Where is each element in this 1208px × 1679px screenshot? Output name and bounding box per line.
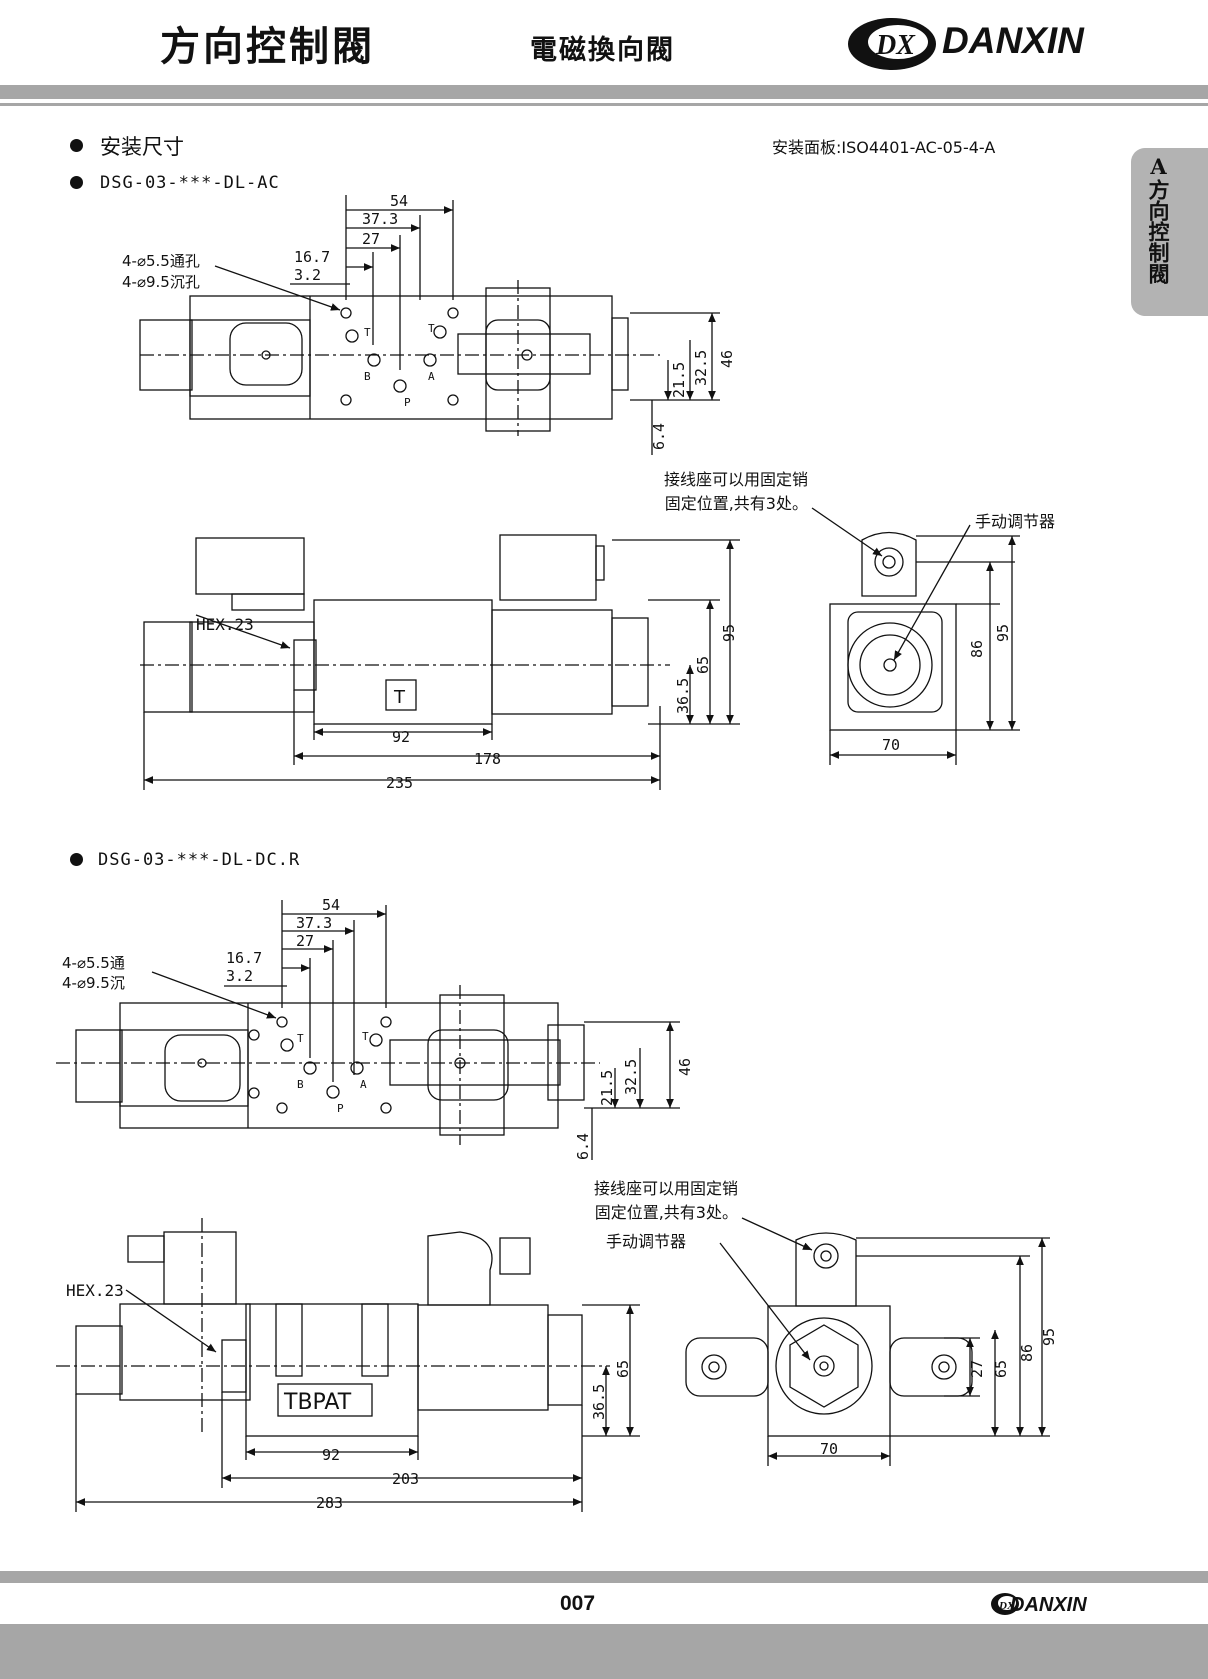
dc-model-label: DSG-03-***-DL-DC.R <box>98 850 301 870</box>
mounting-panel-label: 安装面板:ISO4401-AC-05-4-A <box>772 138 996 157</box>
dc-note-line2: 固定位置,共有3处。 <box>594 1203 738 1222</box>
brand-name: DANXIN <box>942 20 1084 61</box>
ac-dim-16-7: 16.7 <box>294 248 330 266</box>
ac-dim-37-3: 37.3 <box>362 210 398 228</box>
dc-hole-note-2: 4-⌀9.5沉 <box>62 974 125 992</box>
dc-dim-203: 203 <box>392 1470 419 1488</box>
dc-dim-27: 27 <box>296 932 314 950</box>
dc-dim-16-7: 16.7 <box>226 949 262 967</box>
dc-hex-label: HEX.23 <box>66 1281 124 1300</box>
footer-divider <box>0 1571 1208 1583</box>
ac-dim-32-5: 32.5 <box>692 350 710 386</box>
ac-dim-6-4: 6.4 <box>650 423 668 450</box>
bullet-icon <box>70 853 83 866</box>
header-divider <box>0 85 1208 99</box>
dc-end-dim-65: 65 <box>992 1360 1010 1378</box>
dc-hole-note-1: 4-⌀5.5通 <box>62 954 125 972</box>
ac-manual-label: 手动调节器 <box>975 512 1056 531</box>
dc-dim-54: 54 <box>322 896 340 914</box>
ac-dim-86: 86 <box>968 640 986 658</box>
page-title: 方向控制閥 <box>160 23 375 70</box>
ac-dim-54: 54 <box>390 192 408 210</box>
dc-port-t2: T <box>362 1030 369 1043</box>
ac-hex-label: HEX.23 <box>196 615 254 634</box>
section-title: 安装尺寸 <box>100 135 184 159</box>
dc-dim-3-2: 3.2 <box>226 967 253 985</box>
page-subtitle: 電磁換向閥 <box>530 35 675 66</box>
chapter-tab-label: A方向控制閥 <box>1146 154 1171 284</box>
ac-end-dim-70: 70 <box>882 736 900 754</box>
ac-port-p: P <box>404 396 411 409</box>
ac-hole-note-2: 4-⌀9.5沉孔 <box>122 273 200 291</box>
dc-dim-86: 86 <box>1018 1344 1036 1362</box>
ac-dim-92: 92 <box>392 728 410 746</box>
dc-port-p: P <box>337 1102 344 1115</box>
ac-note-line2: 固定位置,共有3处。 <box>664 494 808 513</box>
dc-manual-label: 手动调节器 <box>606 1232 687 1251</box>
dc-port-t1: T <box>297 1032 304 1045</box>
ac-end-dim-95: 95 <box>994 624 1012 642</box>
dc-note-line1: 接线座可以用固定销 <box>593 1179 738 1198</box>
dc-dim-36-5: 36.5 <box>590 1384 608 1420</box>
bullet-icon <box>70 176 83 189</box>
brand-logo: DX <box>848 18 936 70</box>
ac-dim-3-2: 3.2 <box>294 266 321 284</box>
dc-dim-283: 283 <box>316 1494 343 1512</box>
dc-dim-32-5: 32.5 <box>622 1059 640 1095</box>
ac-top-view <box>139 195 720 455</box>
brand-logo-mark: DX <box>875 30 916 61</box>
ac-port-t1: T <box>364 326 371 339</box>
footer-band <box>0 1624 1208 1679</box>
ac-pin-note: 接线座可以用固定销 固定位置,共有3处。 <box>590 468 808 516</box>
ac-dim-65: 65 <box>694 656 712 674</box>
dc-port-b: B <box>297 1078 304 1091</box>
ac-dim-235: 235 <box>386 774 413 792</box>
ac-name-plate: T <box>393 687 406 708</box>
dc-dim-37-3: 37.3 <box>296 914 332 932</box>
dc-dim-46: 46 <box>676 1058 694 1076</box>
dc-dim-92: 92 <box>322 1446 340 1464</box>
dc-end-view <box>685 1217 1050 1466</box>
ac-hole-note-1: 4-⌀5.5通孔 <box>122 252 200 270</box>
ac-dim-21-5: 21.5 <box>670 362 688 398</box>
dc-port-a: A <box>360 1078 367 1091</box>
dc-name-plate: TBPAT <box>283 1390 352 1415</box>
dc-end-dim-95: 95 <box>1040 1328 1058 1346</box>
dc-dim-21-5: 21.5 <box>598 1070 616 1106</box>
page-number: 007 <box>560 1592 596 1615</box>
ac-port-b: B <box>364 370 371 383</box>
ac-dim-178: 178 <box>474 750 501 768</box>
ac-dim-46: 46 <box>718 350 736 368</box>
footer-logo: DX <box>991 1593 1019 1615</box>
ac-dim-27: 27 <box>362 230 380 248</box>
ac-model-label: DSG-03-***-DL-AC <box>100 173 280 193</box>
footer-logo-mark: DX <box>998 1600 1015 1612</box>
dc-side-view <box>56 1218 640 1512</box>
dc-dim-6-4: 6.4 <box>574 1133 592 1160</box>
dc-top-view <box>56 900 680 1160</box>
dc-pin-note: 接线座可以用固定销 固定位置,共有3处。 <box>520 1177 738 1225</box>
bullet-icon <box>70 139 83 152</box>
ac-note-line1: 接线座可以用固定销 <box>663 470 808 489</box>
dc-dim-65: 65 <box>614 1360 632 1378</box>
ac-dim-36-5: 36.5 <box>674 678 692 714</box>
ac-port-t2: T <box>428 322 435 335</box>
ac-port-a: A <box>428 370 435 383</box>
ac-dim-95: 95 <box>720 624 738 642</box>
ac-side-view <box>140 534 740 790</box>
dc-end-dim-70: 70 <box>820 1440 838 1458</box>
footer-brand: DANXIN <box>1010 1594 1087 1616</box>
chapter-tab <box>1131 148 1208 316</box>
ac-end-view <box>811 507 1020 765</box>
header-divider-thin <box>0 103 1208 106</box>
dc-dim-27: 27 <box>968 1360 986 1378</box>
